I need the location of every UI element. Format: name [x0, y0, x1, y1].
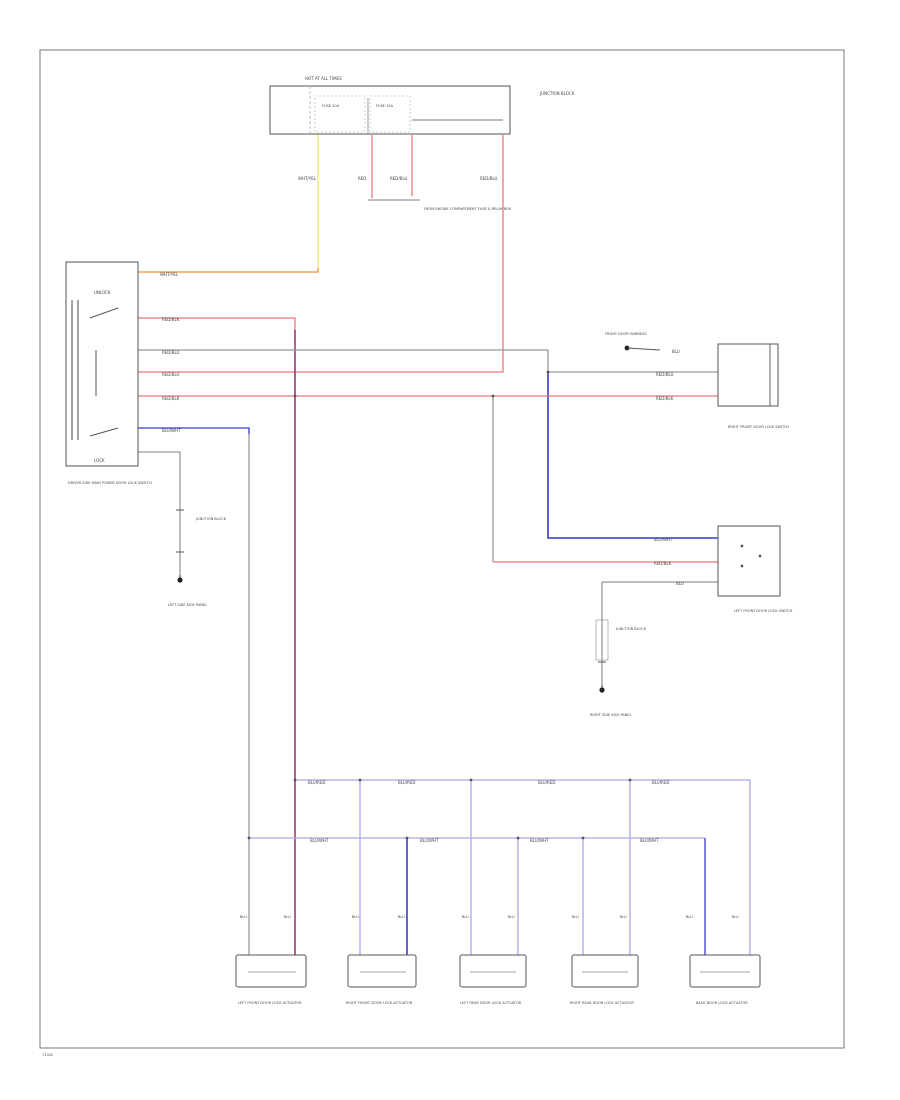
actuator-back-door: BLU BLU BACK DOOR LOCK ACTUATOR	[686, 915, 761, 1005]
left-junction-label: JUNCTION BLOCK	[195, 517, 227, 521]
ground-icon	[624, 345, 661, 351]
bus-lower-label-1: BLU/WHT	[310, 838, 329, 843]
right-switch-outline	[717, 343, 779, 407]
figure-id: 71002	[42, 1053, 53, 1057]
actuator-right-front: BLU BLU RIGHT FRONT DOOR LOCK ACTUATOR	[346, 915, 417, 1005]
actuator-pin-label: BLU	[572, 915, 579, 919]
wire-label-red-blk-ls: RED/BLK	[654, 561, 672, 566]
wire-label-blu-rs: BLU	[672, 349, 680, 354]
actuator-left-rear: BLU BLU LEFT REAR DOOR LOCK ACTUATOR	[459, 915, 527, 1005]
wires	[138, 135, 751, 955]
bus-upper-label-3: BLU/RED	[538, 780, 555, 785]
actuator-pin-label: BLU	[508, 915, 515, 919]
fuse-box-outline	[269, 85, 511, 135]
fuse-b-label: FUSE 15A	[376, 104, 394, 108]
wire-label-wht-yel-2: WHT/YEL	[160, 272, 179, 277]
right-junction-and-ground: JUNCTION BLOCK RIGHT SIDE KICK PANEL	[590, 619, 647, 717]
actuator-label: RIGHT REAR DOOR LOCK ACTUATOR	[570, 1001, 634, 1005]
left-switch-label: LEFT FRONT DOOR LOCK SWITCH	[734, 609, 793, 613]
wire-gray-row-1	[138, 349, 549, 372]
left-junction-and-ground: JUNCTION BLOCK LEFT SIDE KICK PANEL	[168, 509, 227, 607]
wire-blue-to-left-switch	[547, 372, 718, 539]
actuator-box	[571, 954, 639, 988]
master-switch-label: DRIVER SIDE MAIN POWER DOOR LOCK SWITCH	[68, 481, 152, 485]
bus-lower-label-2: BLU/WHT	[420, 838, 439, 843]
actuator-pin-label: BLU	[352, 915, 359, 919]
right-junction-label: JUNCTION BLOCK	[615, 627, 647, 631]
actuator-box	[689, 954, 761, 988]
wire-label-blu-wht: BLU/WHT	[162, 428, 181, 433]
fuse-box-name: JUNCTION BLOCK	[539, 91, 575, 96]
wire-label-red-blu-2: RED/BLU	[162, 372, 180, 377]
wire-orange-to-switch	[138, 268, 319, 273]
fuse-a-label: FUSE 10A	[322, 104, 340, 108]
driver-main-door-lock-switch: UNLOCK LOCK DRIVER SIDE MAIN POWER DOOR …	[65, 261, 152, 485]
actuator-label: RIGHT FRONT DOOR LOCK ACTUATOR	[346, 1001, 413, 1005]
actuator-label: LEFT REAR DOOR LOCK ACTUATOR	[460, 1001, 522, 1005]
wire-label-red-blu-1: RED/BLU	[162, 350, 180, 355]
wire-label-red-blk-2: RED/BLK	[162, 396, 180, 401]
diagram-frame	[39, 49, 845, 1049]
wire-label-blu-wht-ls: BLU/WHT	[654, 537, 673, 542]
wire-label-red-blk-rs: RED/BLK	[656, 396, 674, 401]
splice-icon	[247, 370, 632, 840]
right-ground-label: RIGHT SIDE KICK PANEL	[590, 713, 632, 717]
actuator-pin-label: BLU	[398, 915, 405, 919]
actuator-pin-label: BLU	[620, 915, 627, 919]
wire-label-blu-ls: BLU	[676, 581, 684, 586]
wire-label-red-blu-top: RED/BLU	[390, 176, 408, 181]
left-ground-label: LEFT SIDE KICK PANEL	[168, 603, 207, 607]
bus-upper-label-2: BLU/RED	[398, 780, 415, 785]
ground-icon	[177, 575, 183, 583]
bus-upper-label-1: BLU/RED	[308, 780, 325, 785]
unlock-label: UNLOCK	[94, 290, 111, 295]
wire-red-blu-long	[138, 135, 504, 373]
fuse-box-header: HOT AT ALL TIMES	[305, 76, 342, 81]
wire-label-red: RED	[358, 176, 366, 181]
wire-gray-left-ground	[138, 451, 181, 575]
wire-label-wht-yel-1: WHT/YEL	[298, 176, 317, 181]
actuator-box	[347, 954, 417, 988]
switch-contact-icon	[89, 307, 119, 437]
left-switch-outline	[717, 525, 781, 597]
wire-label-red-blu-rs: RED/BLU	[656, 372, 674, 377]
lock-label: LOCK	[94, 458, 105, 463]
actuator-box	[459, 954, 527, 988]
wire-label-red-blu-top-2: RED/BLU	[480, 176, 498, 181]
junction-block-fuse-box: HOT AT ALL TIMES JUNCTION BLOCK FUSE 10A…	[269, 76, 575, 135]
wire-red-blk-to-purple	[138, 317, 296, 330]
actuator-pin-label: BLU	[686, 915, 693, 919]
actuator-label: BACK DOOR LOCK ACTUATOR	[696, 1001, 748, 1005]
ground-top-right-label: FRONT DOOR HARNESS	[605, 332, 647, 336]
wire-gray-right-ground	[601, 581, 718, 685]
bus-upper-label-4: BLU/RED	[652, 780, 669, 785]
actuator-left-front: BLU BLU LEFT FRONT DOOR LOCK ACTUATOR	[235, 915, 307, 1005]
fuse-relay-note: FROM ENGINE COMPARTMENT FUSE & RELAY BOX	[368, 199, 512, 211]
wire-label-red-blk: RED/BLK	[162, 317, 180, 322]
actuator-box	[235, 954, 307, 988]
actuator-pin-label: BLU	[240, 915, 247, 919]
bus-lower-label-3: BLU/WHT	[530, 838, 549, 843]
actuator-pin-label: BLU	[732, 915, 739, 919]
actuator-label: LEFT FRONT DOOR LOCK ACTUATOR	[238, 1001, 302, 1005]
wire-blue-master	[138, 427, 250, 434]
left-front-door-lock-switch: LEFT FRONT DOOR LOCK SWITCH	[717, 525, 793, 613]
actuator-pin-label: BLU	[462, 915, 469, 919]
door-lock-actuators: BLU BLU LEFT FRONT DOOR LOCK ACTUATOR BL…	[235, 915, 761, 1005]
actuator-pin-label: BLU	[284, 915, 291, 919]
actuator-right-rear: BLU BLU RIGHT REAR DOOR LOCK ACTUATOR	[570, 915, 639, 1005]
note-fuse-relay-text: FROM ENGINE COMPARTMENT FUSE & RELAY BOX	[424, 207, 512, 211]
bus-lower-label-4: BLU/WHT	[640, 838, 659, 843]
right-switch-label: RIGHT FRONT DOOR LOCK SWITCH	[728, 425, 789, 429]
ground-icon	[599, 685, 605, 693]
right-front-door-lock-switch: RIGHT FRONT DOOR LOCK SWITCH	[717, 343, 789, 429]
